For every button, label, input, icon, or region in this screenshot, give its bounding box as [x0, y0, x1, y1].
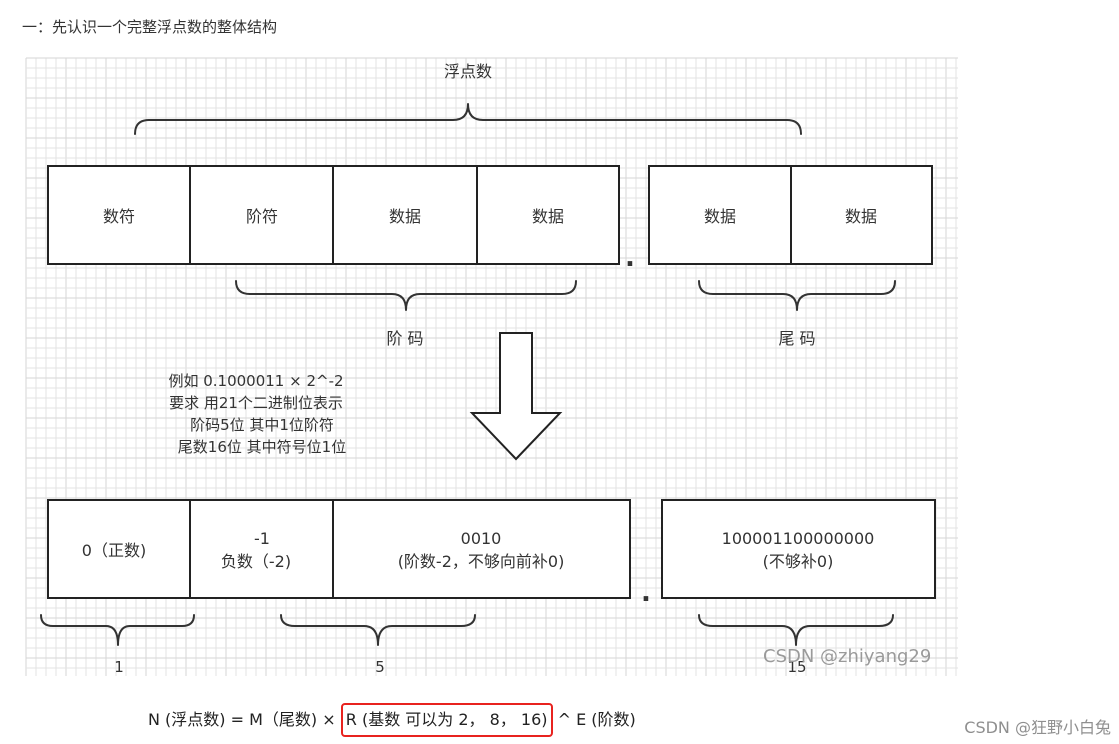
mantissa-bit-count: 15	[787, 658, 806, 676]
bottom-box-exp-sign-note: 负数（-2)	[221, 552, 291, 571]
down-arrow-icon	[469, 332, 563, 461]
bottom-box-exp-sign-value: -1	[254, 529, 270, 548]
page-heading: 一：先认识一个完整浮点数的整体结构	[22, 18, 278, 36]
bottom-box-exp-sign: -1 负数（-2)	[189, 499, 334, 599]
top-box-exp-data-2: 数据	[476, 165, 620, 265]
top-box-exp-sign: 阶符	[189, 165, 334, 265]
example-line-2: 要求 用21个二进制位表示	[169, 394, 343, 412]
exponent-bit-count: 5	[375, 658, 385, 676]
top-box-mantissa-2: 数据	[790, 165, 933, 265]
exponent-label: 阶 码	[386, 329, 423, 348]
float-brace	[134, 103, 802, 135]
top-radix-point: .	[625, 243, 635, 273]
top-box-mantissa-2-label: 数据	[845, 207, 877, 226]
top-box-exp-sign-label: 阶符	[246, 207, 278, 226]
float-label: 浮点数	[444, 62, 492, 81]
top-box-exp-data-1-label: 数据	[389, 207, 421, 226]
sign-bit-count: 1	[114, 658, 124, 676]
mantissa-brace	[698, 280, 896, 311]
formula-right: ^ E (阶数)	[552, 710, 636, 729]
bottom-box-exp-data: 0010 (阶数-2，不够向前补0)	[332, 499, 631, 599]
top-box-mantissa-1: 数据	[648, 165, 792, 265]
formula-radix-highlight: R (基数 可以为 2， 8， 16)	[340, 703, 553, 737]
bottom-box-exp-data-note: (阶数-2，不够向前补0)	[398, 552, 565, 571]
float-formula: N (浮点数) = M（尾数) × R (基数 可以为 2， 8， 16) ^ …	[148, 703, 636, 737]
page-watermark: CSDN @狂野小白兔	[964, 718, 1111, 737]
top-box-exp-data-1: 数据	[332, 165, 478, 265]
example-line-3: 阶码5位 其中1位阶符	[190, 416, 334, 434]
top-box-mantissa-1-label: 数据	[704, 207, 736, 226]
bottom-box-mantissa-note: (不够补0)	[763, 552, 834, 571]
top-box-exp-data-2-label: 数据	[532, 207, 564, 226]
example-line-1: 例如 0.1000011 × 2^-2	[168, 372, 343, 390]
bottom-box-sign-value: 0（正数)	[82, 541, 146, 560]
bottom-box-sign: 0（正数)	[47, 499, 191, 599]
mantissa-bit-brace	[698, 614, 894, 646]
bottom-box-mantissa: 100001100000000 (不够补0)	[661, 499, 936, 599]
bottom-box-mantissa-value: 100001100000000	[722, 529, 875, 548]
example-line-4: 尾数16位 其中符号位1位	[178, 438, 346, 456]
mantissa-label: 尾 码	[778, 329, 815, 348]
sign-bit-brace	[40, 614, 195, 646]
formula-left: N (浮点数) = M（尾数) ×	[148, 710, 341, 729]
exponent-bit-brace	[280, 614, 476, 646]
exponent-brace	[235, 280, 577, 311]
bottom-radix-point: .	[641, 578, 651, 608]
diagram-watermark: CSDN @zhiyang29	[763, 646, 931, 667]
bottom-box-exp-data-value: 0010	[461, 529, 502, 548]
top-box-sign: 数符	[47, 165, 191, 265]
top-box-sign-label: 数符	[103, 207, 135, 226]
